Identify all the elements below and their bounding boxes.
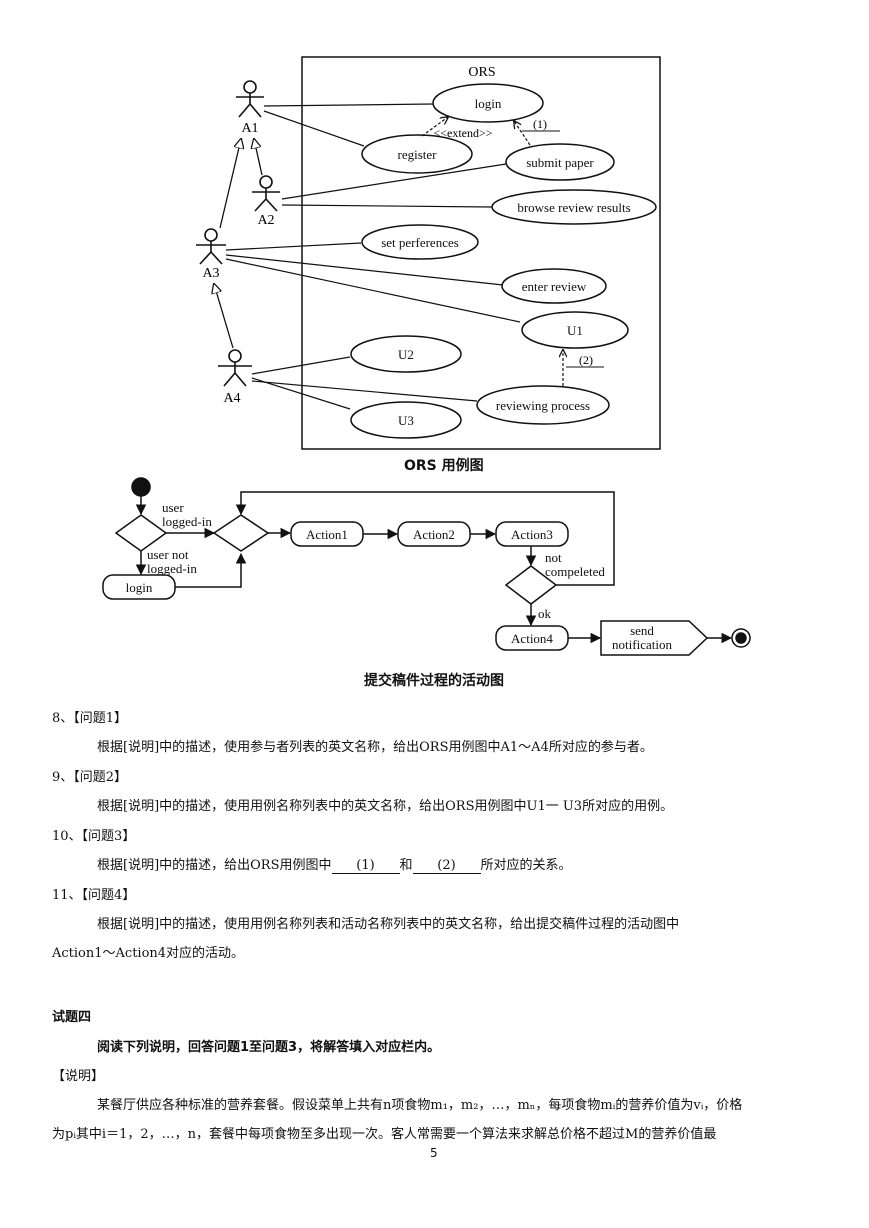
question-3-body: 根据[说明]中的描述，给出ORS用例图中(1)和(2)所对应的关系。	[97, 854, 572, 874]
usecase-label-register: register	[398, 147, 438, 162]
merge-node	[212, 514, 270, 552]
usecase-submit-paper	[505, 143, 615, 181]
usecase-label-enter: enter review	[522, 279, 587, 294]
generalization-a2-a1	[254, 139, 263, 176]
usecase-login	[432, 83, 544, 123]
actor-a2	[252, 175, 280, 212]
question-3-title: 【问题3】	[81, 829, 136, 844]
activity-diagram: user logged-in user not logged-in login …	[102, 477, 751, 656]
system-label: ORS	[468, 65, 495, 80]
guard-logged-in-2: logged-in	[162, 514, 212, 529]
question-4-body-line1: 根据[说明]中的描述，使用用例名称列表和活动名称列表中的英文名称，给出提交稿件过…	[97, 917, 680, 932]
usecase-u1	[521, 311, 629, 349]
usecase-browse-review-results	[491, 189, 657, 225]
question-1-title: 【问题1】	[73, 711, 128, 726]
generalization-a3-a1	[219, 139, 241, 229]
assoc-a2-browse	[281, 204, 493, 208]
question-3-blank-1: (1)	[331, 858, 400, 874]
usecase-label-login: login	[475, 96, 502, 111]
actor-label-a4: A4	[223, 391, 240, 406]
question-2-body: 根据[说明]中的描述，使用用例名称列表中的英文名称，给出ORS用例图中U1一 U…	[97, 799, 674, 814]
actor-a1	[236, 80, 264, 118]
activity-action3	[495, 521, 569, 547]
usecase-reviewing-process	[476, 385, 610, 425]
system-boundary	[301, 56, 661, 450]
guard-not-logged-1: user not	[147, 547, 189, 562]
question-3-blank-2: (2)	[412, 858, 481, 874]
usecase-caption: ORS 用例图	[404, 458, 484, 474]
question-1-header: 8、【问题1】	[52, 707, 127, 726]
usecase-label-browse: browse review results	[517, 200, 630, 215]
guard-not-completed-2: compeleted	[545, 564, 605, 579]
send-notification-signal	[600, 620, 709, 656]
section-para-line1: 某餐厅供应各种标准的营养套餐。假设菜单上共有n项食物m₁，m₂，…，mₙ，每项食…	[97, 1098, 743, 1113]
initial-node	[131, 477, 151, 497]
question-3-body-b: 和	[399, 858, 413, 873]
usecase-set-perferences	[361, 224, 479, 260]
section-label: 【说明】	[52, 1069, 105, 1084]
question-3-header: 10、【问题3】	[52, 825, 135, 844]
assoc-a4-u2	[251, 356, 351, 375]
question-2-num: 9、	[52, 770, 74, 785]
send-label-1: send	[630, 623, 654, 638]
actor-label-a3: A3	[202, 266, 219, 281]
usecase-label-setpref: set perferences	[381, 235, 459, 250]
usecase-label-u1: U1	[567, 323, 583, 338]
assoc-a3-setpref	[225, 242, 362, 251]
activity-label-action2: Action2	[413, 527, 455, 542]
assoc-a1-register	[263, 110, 365, 147]
extend-label: <<extend>>	[433, 126, 492, 140]
question-4-header: 11、【问题4】	[52, 884, 135, 903]
question-3-body-c: 所对应的关系。	[480, 858, 572, 873]
guard-ok: ok	[538, 606, 552, 621]
relation-2-label: (2)	[579, 353, 593, 367]
assoc-a1-login	[263, 103, 434, 107]
guard-logged-in-1: user	[162, 500, 184, 515]
assoc-a4-reviewing	[251, 380, 478, 402]
send-label-2: notification	[612, 637, 672, 652]
question-4-num: 11、	[52, 888, 82, 903]
section-instruction: 阅读下列说明，回答问题1至问题3，将解答填入对应栏内。	[97, 1040, 441, 1055]
question-3-num: 10、	[52, 829, 82, 844]
usecase-label-reviewing: reviewing process	[496, 398, 590, 413]
question-2-header: 9、【问题2】	[52, 766, 127, 785]
question-4-body-line2: Action1～Action4对应的活动。	[52, 946, 245, 961]
guard-not-completed-1: not	[545, 550, 562, 565]
assoc-a4-u3	[251, 377, 351, 410]
use-case-diagram: ORS A1 A2 A3 A4	[196, 56, 661, 450]
actor-label-a1: A1	[241, 121, 258, 136]
activity-label-action4: Action4	[511, 631, 553, 646]
usecase-enter-review	[501, 268, 607, 304]
relation-1-label: (1)	[533, 117, 547, 131]
usecase-u3	[350, 401, 462, 439]
assoc-a3-u1	[225, 258, 521, 323]
usecase-label-submit: submit paper	[526, 155, 594, 170]
assoc-a3-enter	[225, 254, 504, 286]
question-1-num: 8、	[52, 711, 74, 726]
extend-arrow	[421, 117, 448, 137]
usecase-register	[361, 134, 473, 174]
actor-a4	[218, 349, 252, 387]
relation-1-arrow	[514, 121, 531, 146]
usecase-u2	[350, 335, 462, 373]
guard-not-logged-2: logged-in	[147, 561, 197, 576]
decision-logged-in	[114, 514, 168, 552]
section-para-line2: 为pᵢ其中i＝1，2，…，n，套餐中每项食物至多出现一次。客人常需要一个算法来求…	[52, 1127, 717, 1142]
usecase-label-u2: U2	[398, 347, 414, 362]
section-heading: 试题四	[52, 1010, 92, 1025]
question-1-body: 根据[说明]中的描述，使用参与者列表的英文名称，给出ORS用例图中A1～A4所对…	[97, 740, 653, 755]
activity-label-login: login	[126, 580, 153, 595]
page-number: 5	[430, 1146, 438, 1160]
activity-label-action3: Action3	[511, 527, 553, 542]
actor-a3	[196, 228, 226, 265]
question-2-title: 【问题2】	[73, 770, 128, 785]
activity-label-action1: Action1	[306, 527, 348, 542]
activity-caption: 提交稿件过程的活动图	[364, 673, 504, 689]
usecase-label-u3: U3	[398, 413, 414, 428]
assoc-a2-submit	[281, 163, 507, 200]
question-4-title: 【问题4】	[81, 888, 136, 903]
actor-label-a2: A2	[257, 213, 274, 228]
generalization-a4-a3	[214, 284, 234, 349]
question-3-body-a: 根据[说明]中的描述，给出ORS用例图中	[97, 858, 332, 873]
